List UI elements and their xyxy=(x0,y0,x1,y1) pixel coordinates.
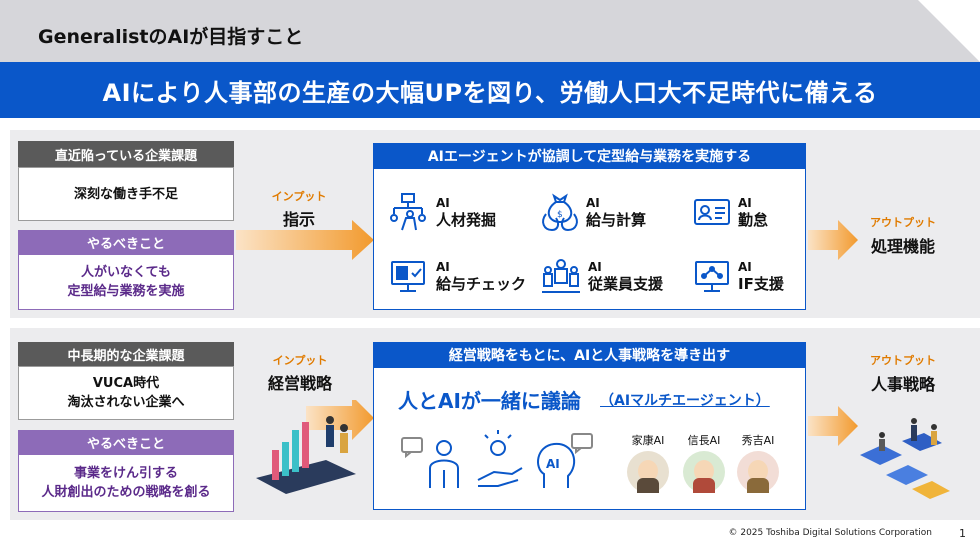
monitor-check-icon xyxy=(391,261,425,292)
row2-todo-line1: 事業をけん引する xyxy=(73,466,178,481)
network-monitor-icon xyxy=(695,261,729,292)
row1-issue-text: 深刻な働き手不足 xyxy=(73,186,178,202)
row2-output-arrow xyxy=(808,406,858,446)
ai-head-icon: AI xyxy=(537,442,576,488)
feature-tag: AI xyxy=(586,195,600,210)
row2-issue-line1: VUCA時代 xyxy=(92,376,160,391)
row1-issue-box: 深刻な働き手不足 xyxy=(18,167,234,221)
strategy-illustration xyxy=(256,400,374,494)
feature-label: 給与計算 xyxy=(586,210,647,229)
row2-panel xyxy=(373,342,806,510)
agent-name: 家康AI xyxy=(631,434,665,447)
speech-bubble-icon xyxy=(401,437,423,459)
row2-todo-header: やるべきこと xyxy=(18,430,234,454)
title-bar xyxy=(0,0,980,62)
row2-todo-box: 事業をけん引する 人財創出のための戦略を創る xyxy=(18,454,234,512)
agent-avatar xyxy=(737,451,779,493)
feature-attendance: AI 勤怠 xyxy=(692,190,802,234)
row1-todo-line2: 定型給与業務を実施 xyxy=(67,284,185,299)
row2-output-small: アウトプット xyxy=(870,354,936,367)
feature-employee-support: AI 従業員支援 xyxy=(540,254,690,298)
person-icon xyxy=(429,440,459,488)
agent-name: 信長AI xyxy=(687,434,721,447)
svg-text:AI: AI xyxy=(546,457,560,471)
row1-panel-header: AIエージェントが協調して定型給与業務を実施する xyxy=(373,143,806,169)
row2-todo-line2: 人財創出のための戦略を創る xyxy=(41,485,211,500)
puzzle-illustration xyxy=(860,418,950,499)
row2-panel-sub: （AIマルチエージェント） xyxy=(600,393,770,409)
row2-issue-box: VUCA時代 淘汰されない企業へ xyxy=(18,366,234,420)
row2-output-big: 人事戦略 xyxy=(870,375,935,394)
row1-output-big: 処理機能 xyxy=(870,237,935,256)
row1-input-big: 指示 xyxy=(282,210,315,229)
copyright: © 2025 Toshiba Digital Solutions Corpora… xyxy=(728,528,932,538)
row2-input-small: インプット xyxy=(272,354,328,367)
agent-nobunaga: 信長AI xyxy=(678,432,730,493)
svg-text:$: $ xyxy=(557,210,563,220)
feature-if-support: AI IF支援 xyxy=(692,254,802,298)
speech-bubble-icon xyxy=(571,433,593,455)
team-support-icon xyxy=(542,259,580,293)
feature-tag: AI xyxy=(436,195,450,210)
page-number: 1 xyxy=(959,527,966,540)
idea-hand-icon xyxy=(477,430,523,487)
id-card-icon xyxy=(694,199,730,225)
agent-ieyasu: 家康AI xyxy=(622,432,674,493)
row1-input-small: インプット xyxy=(271,190,327,203)
feature-label: 給与チェック xyxy=(436,274,527,293)
feature-tag: AI xyxy=(738,259,752,274)
row1-output-arrow xyxy=(808,220,858,260)
discussion-illustration: AI xyxy=(401,430,593,488)
feature-payroll-check: AI 給与チェック xyxy=(388,254,538,298)
row2-panel-header: 経営戦略をもとに、AIと人事戦略を導き出す xyxy=(373,342,806,368)
agent-avatar xyxy=(627,451,669,493)
feature-label: 人材発掘 xyxy=(436,210,497,229)
agent-hideyoshi: 秀吉AI xyxy=(732,432,784,493)
row2-issue-line2: 淘汰されない企業へ xyxy=(67,395,185,410)
row1-input-arrow xyxy=(236,220,374,260)
agent-name: 秀吉AI xyxy=(741,434,775,447)
feature-tag: AI xyxy=(738,195,752,210)
agent-avatar xyxy=(683,451,725,493)
row1-todo-header: やるべきこと xyxy=(18,230,234,254)
feature-label: IF支援 xyxy=(738,274,784,293)
feature-label: 従業員支援 xyxy=(588,274,664,293)
page-title: GeneralistのAIが目指すこと xyxy=(38,26,304,48)
org-chart-icon xyxy=(390,193,426,231)
feature-talent: AI 人材発掘 xyxy=(388,190,528,234)
row2-issue-header: 中長期的な企業課題 xyxy=(18,342,234,366)
row1-todo-line1: 人がいなくても xyxy=(81,265,171,280)
row1-output-small: アウトプット xyxy=(870,216,936,229)
feature-label: 勤怠 xyxy=(738,210,769,229)
feature-tag: AI xyxy=(436,259,450,274)
row1-todo-box: 人がいなくても 定型給与業務を実施 xyxy=(18,254,234,310)
money-bags-icon: $ xyxy=(542,193,578,232)
headline-banner: AIにより人事部の生産の大幅UPを図り、労働人口大不足時代に備える xyxy=(0,62,980,118)
row2-panel-main: 人とAIが一緒に議論 xyxy=(398,389,581,413)
row2-input-big: 経営戦略 xyxy=(267,374,332,393)
feature-tag: AI xyxy=(588,259,602,274)
feature-payroll-calc: $ AI 給与計算 xyxy=(540,190,680,234)
row1-issue-header: 直近陥っている企業課題 xyxy=(18,141,234,167)
